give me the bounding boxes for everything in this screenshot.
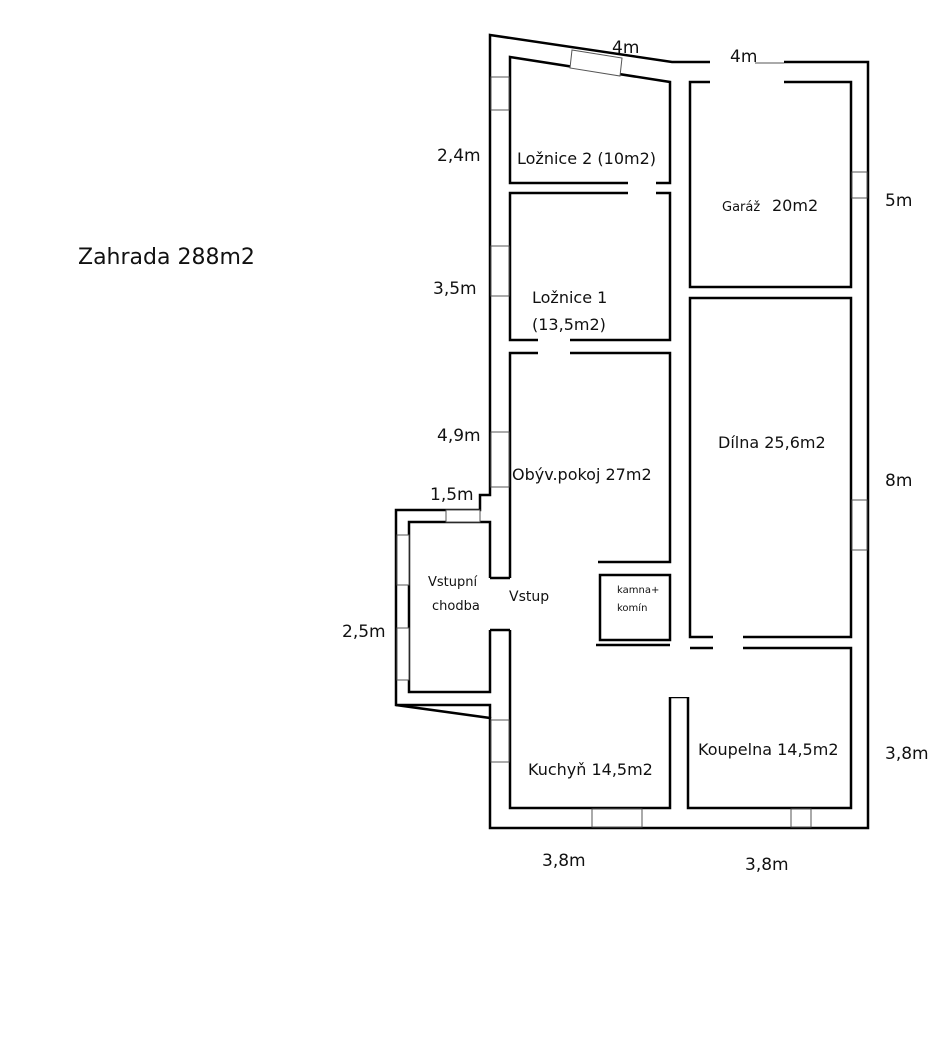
room-garaz	[688, 80, 853, 289]
room-label-loznice2: Ložnice 2 (10m2)	[517, 149, 656, 168]
entrance-door	[488, 578, 512, 630]
window-kuchyn-side	[490, 719, 510, 763]
window-kuchyn	[591, 808, 643, 828]
room-label-garaz: Garáž	[722, 200, 760, 215]
window-vestibule-2	[396, 627, 410, 681]
outer-wall	[394, 33, 870, 830]
dim-top-right: 4m	[730, 47, 757, 67]
room-label-loznice1-area: (13,5m2)	[532, 315, 606, 334]
garage-gate	[710, 60, 784, 84]
window-loznice1	[490, 245, 510, 297]
room-obyvak-kuchyn	[508, 351, 853, 810]
window-dilna	[851, 499, 868, 551]
room-label-vstup: Vstup	[509, 589, 549, 605]
vestibule-bottom-wall	[396, 703, 492, 718]
room-label-garaz-area: 20m2	[772, 196, 818, 215]
room-label-komin: komín	[617, 602, 647, 614]
dim-vestibule-top: 1,5m	[430, 485, 474, 505]
dim-top-left: 4m	[612, 38, 639, 58]
room-loznice1	[508, 191, 672, 342]
stove-chimney	[598, 573, 672, 642]
window-koupelna	[790, 808, 812, 828]
window-garaz	[851, 171, 868, 199]
door-koupelna	[713, 635, 743, 650]
room-label-dilna: Dílna 25,6m2	[718, 433, 826, 452]
dim-left-loznice1: 3,5m	[433, 279, 477, 299]
dim-bottom-right: 3,8m	[745, 855, 789, 875]
room-dilna	[688, 296, 853, 639]
dim-right-garaz: 5m	[885, 191, 912, 211]
dim-right-koupelna: 3,8m	[885, 744, 929, 764]
room-label-obyvak: Obýv.pokoj 27m2	[512, 465, 652, 484]
door-loznice1	[538, 338, 570, 355]
dim-right-dilna: 8m	[885, 471, 912, 491]
dim-left-loznice2: 2,4m	[437, 146, 481, 166]
door-kuchyn-koupelna	[668, 667, 690, 697]
window-vestibule-top	[445, 509, 481, 523]
window-vestibule-1	[396, 534, 410, 586]
room-label-loznice1: Ložnice 1	[532, 288, 607, 307]
room-label-vstupni: Vstupní	[428, 575, 477, 590]
window-loznice2	[490, 76, 510, 111]
dim-left-obyvak: 4,9m	[437, 426, 481, 446]
window-obyvak	[490, 431, 510, 488]
garden-label: Zahrada 288m2	[78, 245, 255, 270]
door-loznice2	[628, 181, 656, 195]
room-label-kamna: kamna+	[617, 585, 659, 596]
room-label-koupelna: Koupelna 14,5m2	[698, 740, 839, 759]
window-loznice2-top	[569, 49, 623, 77]
dim-vestibule-left: 2,5m	[342, 622, 386, 642]
room-label-kuchyn: Kuchyň 14,5m2	[528, 760, 653, 779]
dim-bottom-left: 3,8m	[542, 851, 586, 871]
room-label-chodba: chodba	[432, 599, 480, 614]
